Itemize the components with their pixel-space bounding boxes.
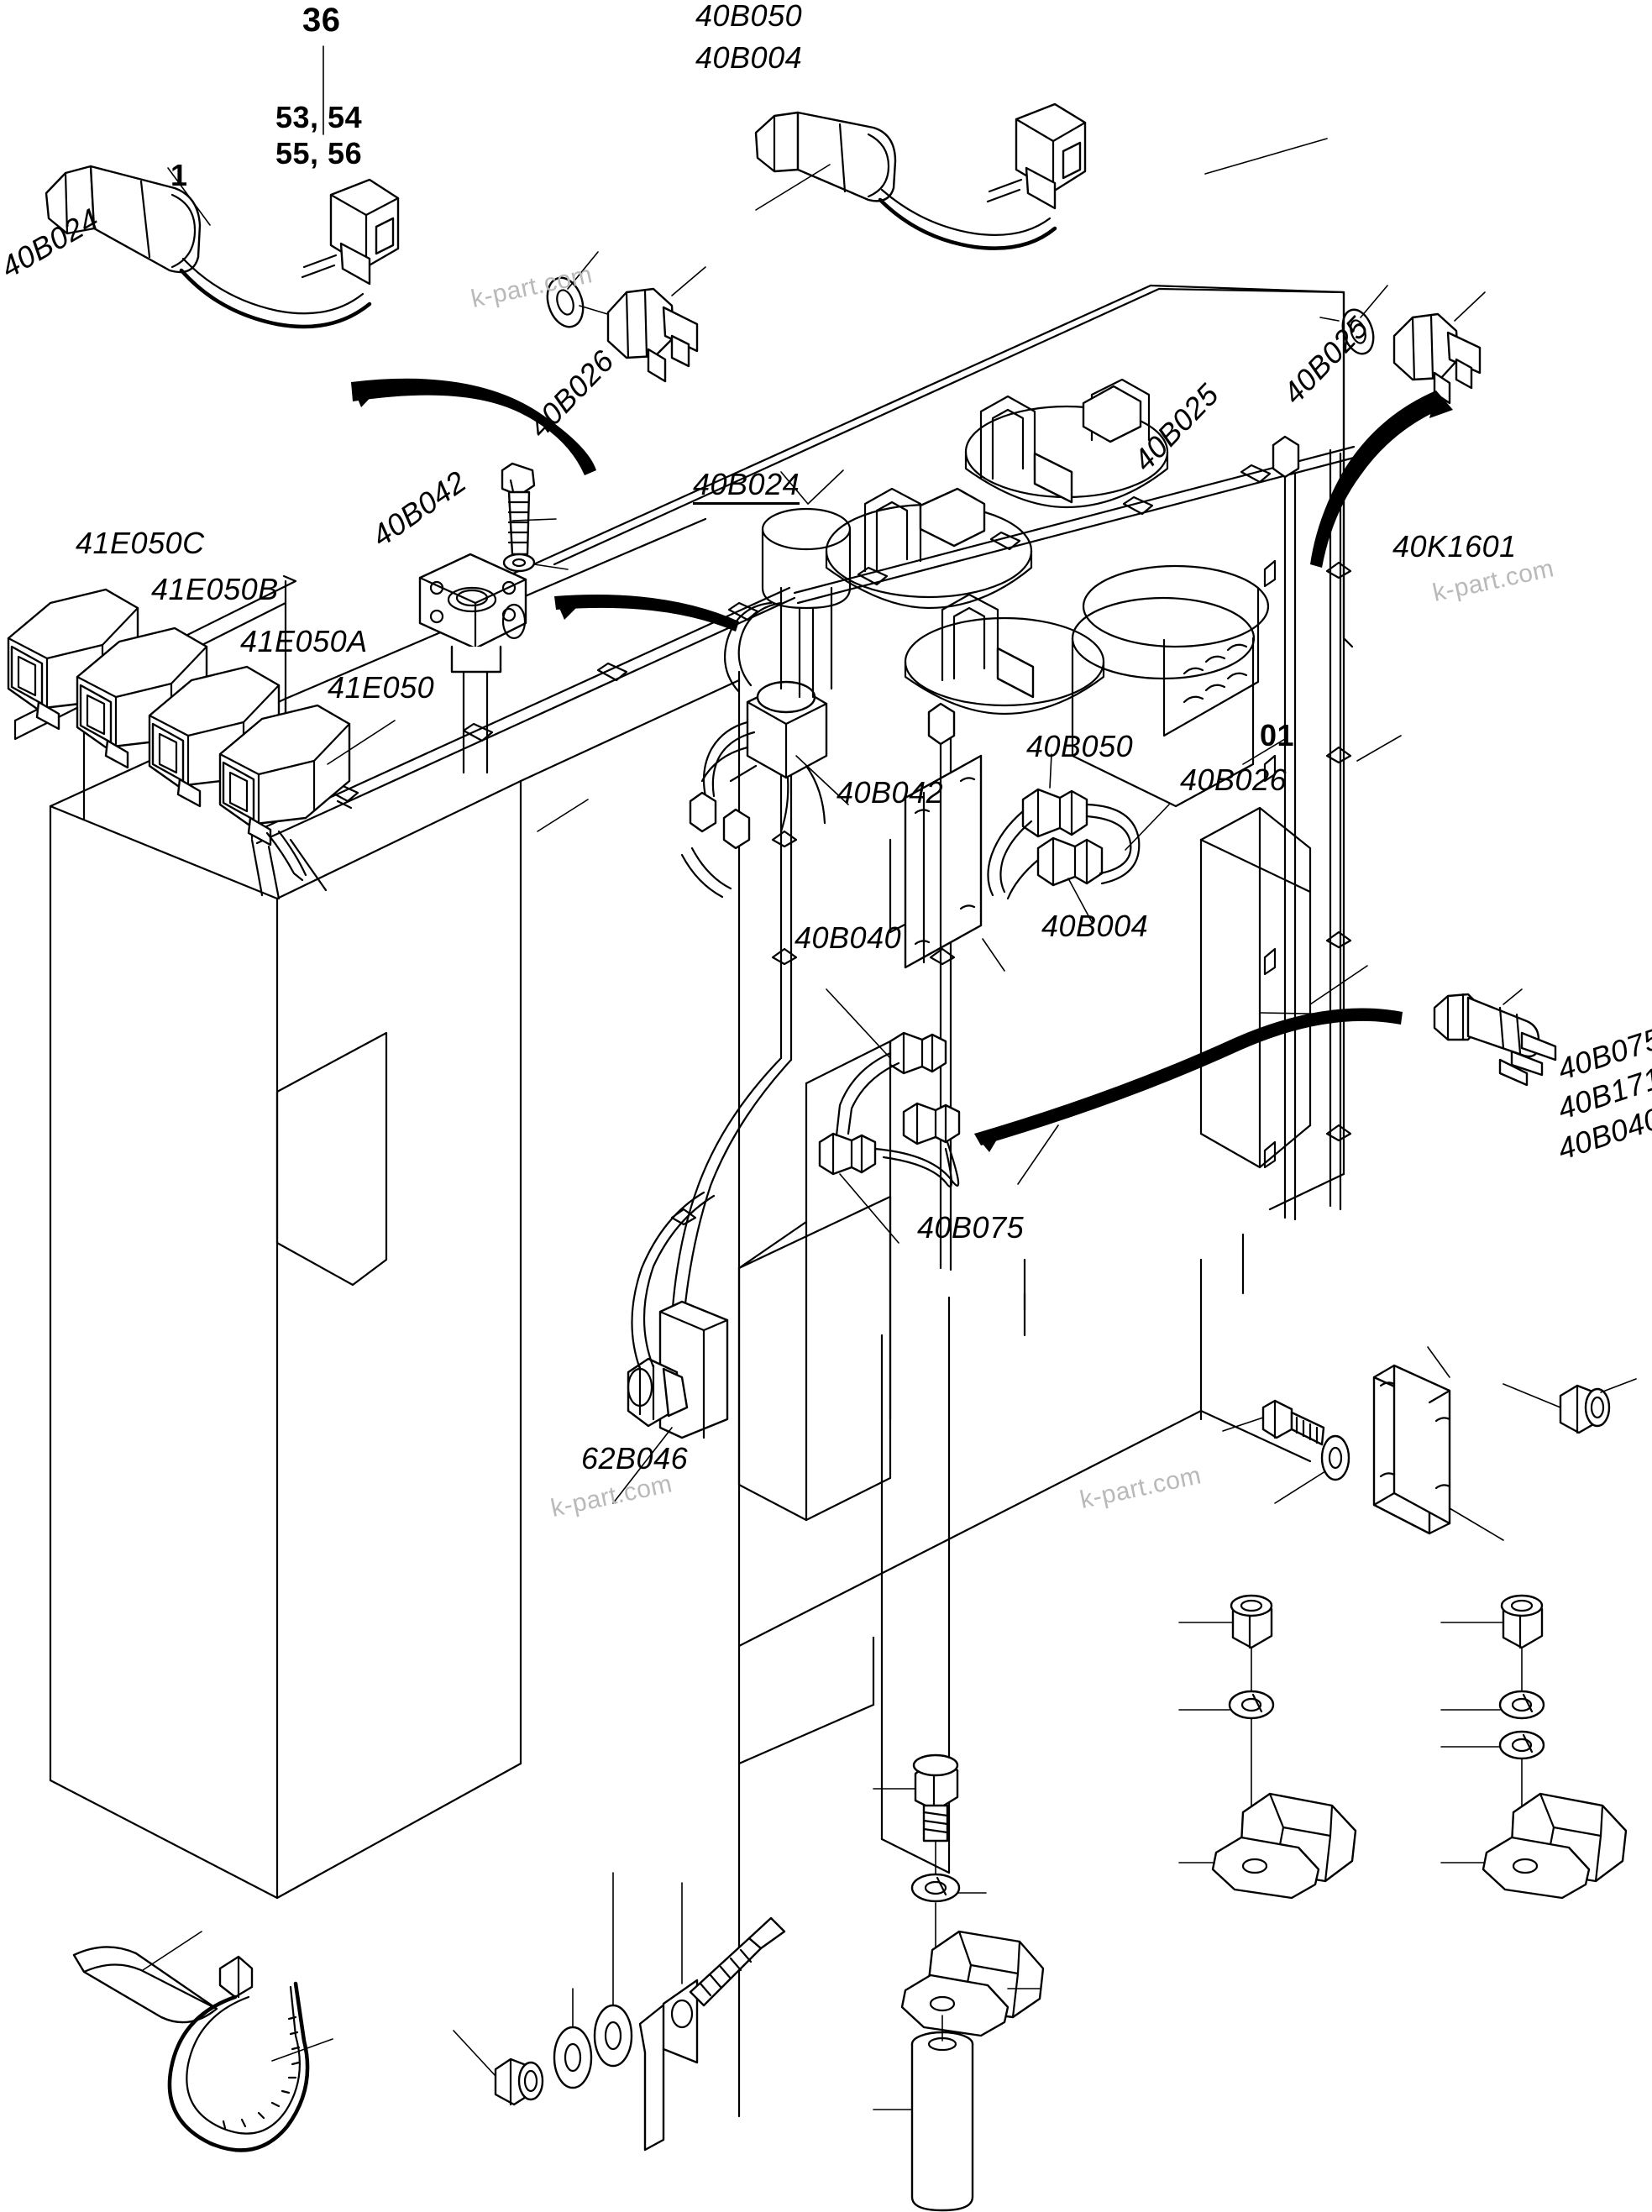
assembly-sleeve-and-tie (72, 1931, 333, 2152)
callout-item-01: 01 (1260, 718, 1295, 752)
label-40B026-mid: 40B026 (1180, 763, 1288, 797)
assembly-bracket-plate (1222, 1346, 1637, 1541)
part-40B075-detail-right (1433, 988, 1557, 1087)
part-62B046-horn (612, 1191, 729, 1504)
wire-harness-main-run (250, 435, 1359, 1322)
label-62B046: 62B046 (581, 1441, 689, 1476)
part-40B004-connector-pair (904, 753, 1141, 969)
part-41E050-lamp-cluster (7, 574, 396, 900)
part-40B075-inline-pair (818, 988, 961, 1244)
part-40B024-top-left (45, 165, 400, 329)
label-41E050: 41E050 (328, 670, 435, 705)
part-40B026-upper (546, 251, 706, 383)
label-40B040-mid: 40B040 (795, 920, 902, 955)
part-40B042-junction (680, 680, 849, 899)
misc-leaders (537, 735, 1402, 1185)
assembly-bracket-hardware (453, 1872, 786, 2152)
machine-body (49, 284, 1354, 2118)
label-40B075-mid: 40B075 (917, 1210, 1025, 1245)
label-40B042-lower: 40B042 (836, 775, 944, 810)
leader-item-53-56 (1204, 138, 1328, 175)
callout-arrow-lower-right (974, 1008, 1403, 1145)
callout-item-36: 36 (302, 2, 341, 39)
part-40B050-40B004-top (754, 102, 1087, 250)
assembly-clamp-c (873, 1753, 1045, 2212)
callout-arrow-beacon (554, 595, 739, 632)
assembly-clamp-b (1440, 1594, 1628, 1900)
label-41E050B: 41E050B (151, 572, 279, 606)
label-40B050-top: 40B050 (695, 0, 803, 33)
label-40K1601: 40K1601 (1392, 529, 1517, 563)
part-40B024-center (724, 469, 852, 699)
callout-arrow-right (1310, 391, 1443, 568)
label-41E050A: 41E050A (240, 624, 368, 658)
engine-top-assembly (825, 378, 1270, 934)
label-40B050-mid: 40B050 (1026, 729, 1134, 763)
part-40B025-upper-right (1319, 285, 1486, 405)
callout-item-55-56: 55, 56 (275, 136, 363, 170)
callout-item-53-54: 53, 54 (275, 100, 363, 134)
label-40B004-mid: 40B004 (1041, 909, 1149, 943)
callout-item-1: 1 (170, 158, 188, 192)
label-40B024-center: 40B024 (693, 468, 800, 506)
part-41E050-beacon (418, 462, 569, 774)
assembly-clamp-a (1178, 1594, 1357, 1900)
label-40B004-top: 40B004 (695, 40, 803, 75)
label-41E050C: 41E050C (76, 526, 205, 560)
